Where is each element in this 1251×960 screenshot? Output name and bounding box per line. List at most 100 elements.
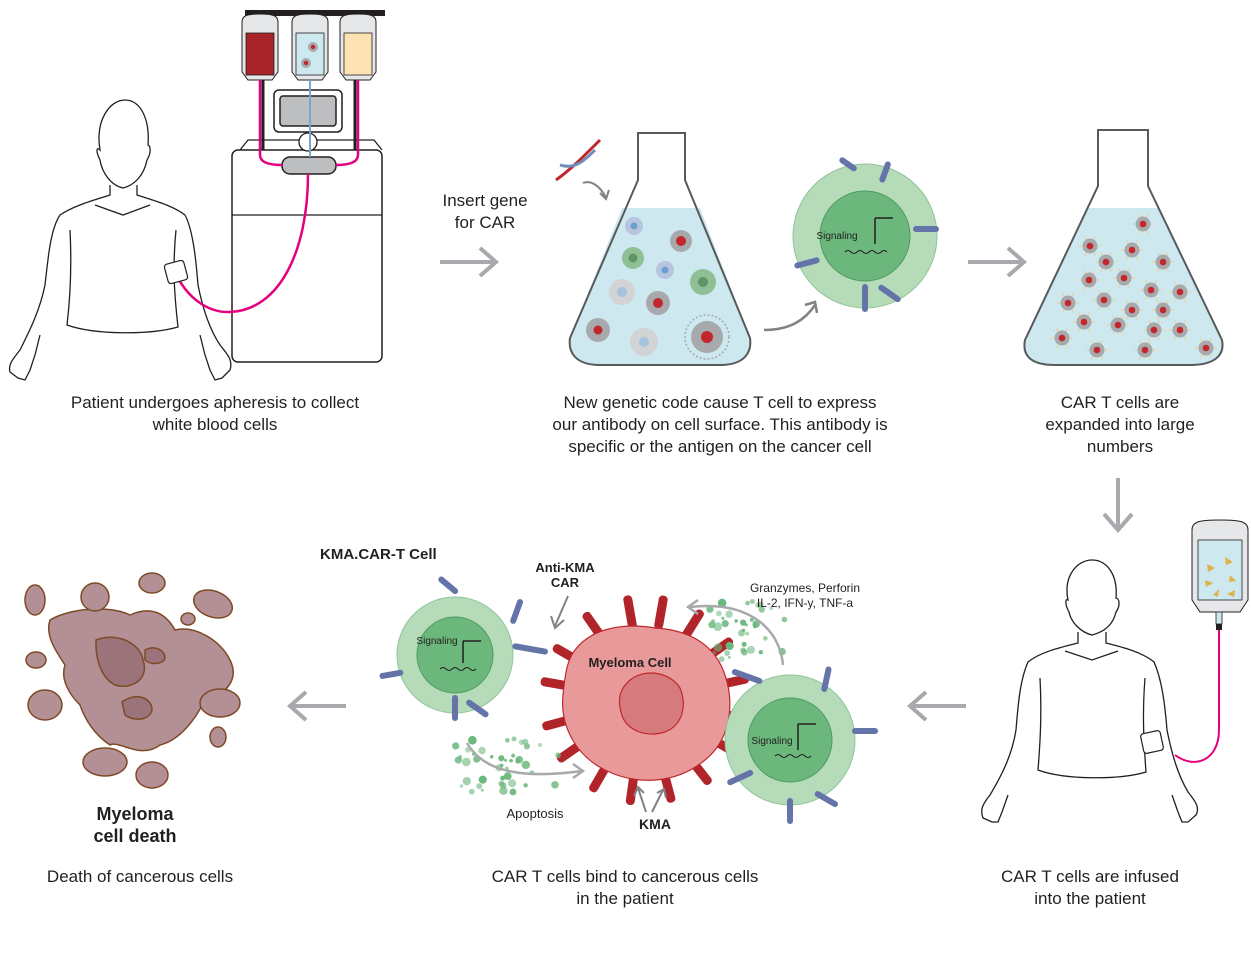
kma-cart-cell-title: KMA.CAR-T Cell — [320, 546, 437, 563]
transduction-flask — [568, 132, 752, 366]
granule-dot — [468, 788, 475, 795]
granule-dot — [461, 757, 471, 767]
insert-gene-line2: for CAR — [454, 213, 516, 232]
granule-dot — [755, 602, 761, 608]
granule-dot — [763, 636, 768, 641]
granule-dot — [706, 605, 714, 613]
apoptosis-arrow — [465, 742, 583, 776]
granule-dot — [500, 775, 506, 781]
granule-dot — [719, 600, 724, 604]
granule-dot — [718, 656, 725, 662]
expanded-car-t-cell — [1051, 328, 1073, 348]
cytokine-arrow — [689, 604, 785, 666]
step6-title: Myeloma cell death — [60, 803, 210, 847]
step2-caption: New genetic code cause T cell to express… — [490, 392, 950, 458]
granule-dot — [521, 760, 531, 770]
apoptosis-granules — [452, 735, 561, 796]
expanded-car-t-cell — [1169, 320, 1191, 340]
granule-dot — [555, 752, 561, 759]
expanded-car-t-cell — [1095, 252, 1117, 272]
granule-dot — [749, 617, 754, 622]
anti-kma-line2: CAR — [550, 575, 580, 590]
expanded-car-t-cell — [1086, 340, 1108, 360]
granule-dot — [725, 610, 733, 618]
granule-dot — [462, 776, 471, 786]
expanded-car-t-cell — [1093, 290, 1115, 310]
granule-dot — [741, 649, 748, 656]
signaling-label-right: Signaling — [751, 736, 793, 747]
granule-dot — [758, 649, 764, 655]
expanded-car-t-cell — [1078, 270, 1100, 290]
step6-title-line2: cell death — [93, 826, 177, 846]
granule-dot — [710, 619, 716, 624]
expanded-car-t-cell — [1073, 312, 1095, 332]
granule-dot — [499, 786, 508, 795]
step6-title-line1: Myeloma — [96, 804, 174, 824]
patient-figure-apheresis — [8, 99, 232, 381]
granule-dot — [746, 645, 755, 654]
granule-dot — [478, 746, 486, 755]
granule-dot — [503, 772, 512, 781]
granule-dot — [749, 598, 755, 604]
granule-dot — [498, 755, 505, 762]
kma-antigen — [623, 595, 637, 630]
step2-caption-line1: New genetic code cause T cell to express — [563, 393, 877, 412]
apoptosis-label: Apoptosis — [506, 806, 564, 821]
kma-pointers — [633, 785, 667, 813]
expansion-flask — [1023, 129, 1224, 366]
kma-car-t-cell-left — [379, 576, 548, 721]
dna-icon — [555, 138, 610, 201]
granule-dot — [738, 629, 746, 637]
granule-dot — [511, 736, 517, 742]
expanded-car-t-cell — [1121, 240, 1143, 260]
signaling-label-top: Signaling — [816, 231, 858, 242]
granule-dot — [740, 619, 747, 626]
granule-dot — [721, 616, 725, 620]
granule-dot — [753, 624, 757, 629]
granule-dot — [509, 788, 517, 796]
expanded-car-t-cell — [1107, 315, 1129, 335]
flow-arrow-right-1 — [440, 246, 500, 278]
granule-dot — [725, 641, 734, 651]
flow-arrow-down — [1102, 478, 1134, 534]
anti-kma-pointer — [554, 595, 569, 627]
kma-car-t-cell-right — [724, 666, 878, 824]
expanded-car-t-cell — [1057, 293, 1079, 313]
step3-caption-line3: numbers — [1086, 437, 1154, 456]
anti-kma-car-label: Anti-KMA CAR — [520, 560, 610, 590]
granule-dot — [716, 610, 722, 617]
step3-caption-line1: CAR T cells are — [1060, 393, 1180, 412]
step5-caption-line2: in the patient — [576, 889, 674, 908]
granule-dot — [505, 738, 510, 743]
anti-kma-line1: Anti-KMA — [535, 560, 595, 575]
expanded-car-t-cell — [1195, 338, 1217, 358]
insert-gene-line1: Insert gene — [442, 191, 528, 210]
granule-dot — [724, 650, 731, 656]
granule-dot — [713, 643, 723, 652]
granule-dot — [478, 775, 487, 784]
granule-dot — [721, 620, 729, 628]
step1-caption: Patient undergoes apheresis to collect w… — [20, 392, 410, 436]
granule-dot — [712, 651, 716, 655]
granule-dot — [518, 739, 525, 745]
step3-caption-line2: expanded into large — [1045, 415, 1195, 434]
cytokines-line1: Granzymes, Perforin — [749, 581, 861, 595]
expanded-car-t-cell — [1152, 300, 1174, 320]
signaling-label-left: Signaling — [416, 636, 458, 647]
cytokines-label: Granzymes, Perforin IL-2, IFN-y, TNF-a — [720, 581, 890, 611]
step3-caption: CAR T cells are expanded into large numb… — [1020, 392, 1220, 458]
granule-dot — [734, 619, 738, 623]
expanded-car-t-cell — [1140, 280, 1162, 300]
car-t-cell-diagram-top — [792, 157, 939, 312]
plasma-bag — [339, 13, 377, 81]
kma-label: KMA — [639, 816, 671, 832]
curved-arrow-to-cart — [763, 304, 817, 332]
granule-dot — [457, 754, 463, 760]
granule-dot — [523, 783, 528, 788]
step6-caption: Death of cancerous cells — [46, 867, 234, 886]
granule-dot — [745, 600, 750, 606]
expanded-car-t-cell — [1169, 282, 1191, 302]
expanded-car-t-cell — [1152, 252, 1174, 272]
step1-caption-line2: white blood cells — [152, 415, 278, 434]
